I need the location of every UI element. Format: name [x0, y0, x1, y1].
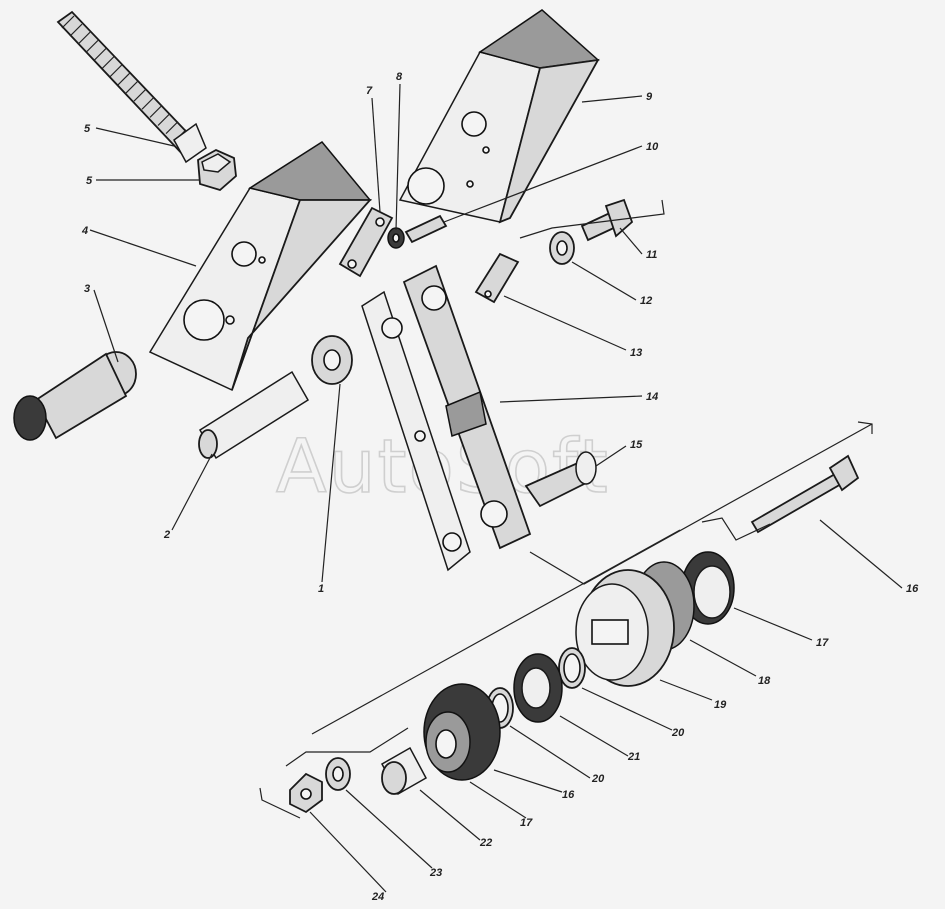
- callout-9: 9: [646, 91, 653, 103]
- part-17-seal-ring: [681, 551, 735, 625]
- part-21-bearing: [513, 653, 563, 723]
- part-6-threaded-stud: [56, 10, 207, 164]
- part-19-hub: [575, 569, 675, 687]
- callout-14: 14: [646, 391, 658, 403]
- part-10-bolt: [404, 214, 448, 244]
- callout-17-lower: 17: [520, 817, 533, 829]
- thread-mark: [149, 104, 163, 118]
- callout-4: 4: [81, 225, 88, 237]
- part-7-plate: [338, 206, 394, 278]
- thread-mark: [133, 88, 147, 102]
- thread-mark: [141, 96, 155, 110]
- part-2-pin: [198, 370, 310, 460]
- callout-10: 10: [646, 141, 659, 153]
- thread-mark: [93, 48, 107, 61]
- part-15-stepped-pin: [524, 451, 597, 508]
- callout-7: 7: [366, 85, 373, 97]
- callout-20-lower: 20: [591, 773, 605, 785]
- part-20-snap-ring: [558, 647, 586, 689]
- callout-18: 18: [758, 675, 771, 687]
- callout-15: 15: [630, 439, 643, 451]
- part-16-long-bolt: [750, 454, 860, 534]
- callout-1: 1: [318, 583, 324, 595]
- callout-13: 13: [630, 347, 642, 359]
- callout-20: 20: [671, 727, 685, 739]
- callout-11: 11: [646, 249, 657, 261]
- thread-mark: [77, 31, 91, 45]
- part-4-bracket: [148, 141, 372, 392]
- part-12-washer: [549, 231, 575, 265]
- leader-lines: [89, 83, 903, 893]
- callout-21: 21: [627, 751, 640, 763]
- callout-16: 16: [906, 583, 919, 595]
- thread-mark: [101, 56, 115, 70]
- callout-12: 12: [640, 295, 652, 307]
- thread-mark: [117, 72, 131, 86]
- thread-mark: [109, 64, 123, 78]
- callout-labels: 5 5 4 3 2 1 7 8 9 10 11 12 13 14 15 16 1…: [81, 71, 919, 903]
- callout-24: 24: [371, 891, 384, 903]
- part-1-washer: [311, 335, 353, 385]
- part-5-nut: [197, 148, 237, 192]
- part-8-washer: [387, 227, 405, 249]
- callout-16-lower: 16: [562, 789, 575, 801]
- thread-mark: [165, 121, 179, 135]
- part-13-plate: [474, 252, 520, 304]
- part-3-shaft: [13, 351, 137, 441]
- part-24-nut: [289, 772, 323, 814]
- part-9-bracket: [398, 9, 600, 224]
- callout-3: 3: [84, 283, 90, 295]
- callout-23: 23: [429, 867, 442, 879]
- callout-5: 5: [86, 175, 93, 187]
- part-22-sleeve: [380, 746, 428, 796]
- callout-8: 8: [396, 71, 403, 83]
- callout-2: 2: [163, 529, 170, 541]
- part-17-seal-ring-left: [423, 683, 501, 781]
- thread-mark: [85, 39, 99, 53]
- thread-mark: [61, 15, 75, 29]
- assembly-guide-lines: [259, 199, 873, 819]
- thread-mark: [157, 113, 171, 126]
- callout-22: 22: [479, 837, 492, 849]
- callout-19: 19: [714, 699, 727, 711]
- part-11-hex-bolt: [580, 198, 634, 242]
- thread-mark: [69, 23, 83, 37]
- part-14-link-pair: [361, 264, 532, 572]
- callout-5-upper: 5: [84, 123, 91, 135]
- callout-17: 17: [816, 637, 829, 649]
- part-23-washer: [325, 757, 351, 791]
- thread-mark: [125, 80, 139, 94]
